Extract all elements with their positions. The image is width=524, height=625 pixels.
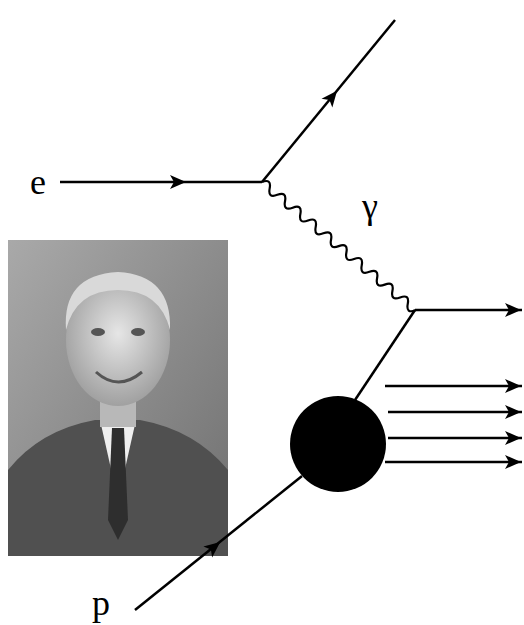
photon-line bbox=[259, 179, 418, 314]
particle-label: p bbox=[92, 585, 110, 621]
arrowheads bbox=[170, 86, 521, 557]
particle-lines bbox=[60, 20, 522, 610]
portrait-photo bbox=[8, 240, 228, 556]
particle-label: e bbox=[30, 164, 46, 200]
particle-label: γ bbox=[362, 188, 378, 224]
proton-blob bbox=[290, 396, 386, 492]
